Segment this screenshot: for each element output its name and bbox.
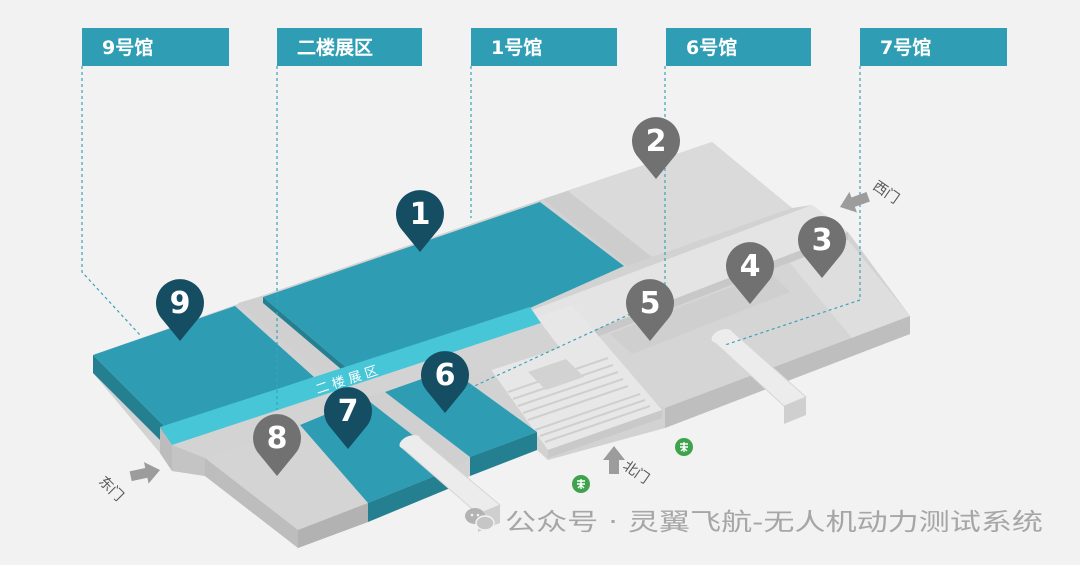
hall-label-text: 二楼展区 <box>297 36 373 59</box>
hall-9-block <box>93 306 314 445</box>
area-6-block <box>385 369 537 476</box>
map-pin-icon <box>156 279 204 341</box>
arrow-icon <box>129 462 160 484</box>
leader-lines <box>81 66 861 410</box>
marker-number: 7 <box>338 394 359 429</box>
marker-number: 6 <box>435 358 456 393</box>
marker-number: 8 <box>267 421 288 456</box>
map-marker-5: 5 <box>626 279 674 341</box>
arrow-icon <box>603 446 625 474</box>
hall-label-1: 1号馆 <box>471 28 617 66</box>
metro-icon <box>572 475 590 493</box>
map-marker-7: 7 <box>324 387 372 449</box>
arrow-icon <box>840 191 870 213</box>
hall-label-text: 1号馆 <box>491 36 542 59</box>
road-lower <box>365 392 470 468</box>
watermark: 公众号 · 灵翼飞航-无人机动力测试系统 <box>465 508 1043 536</box>
plaza-pavilion <box>528 359 584 390</box>
map-marker-6: 6 <box>421 351 469 413</box>
marker-number: 2 <box>646 124 667 159</box>
hall-6-block <box>543 142 792 266</box>
map-marker-9: 9 <box>156 279 204 341</box>
map-pin-icon <box>396 190 444 252</box>
map-pin-icon <box>324 387 372 449</box>
hall-label-second-floor: 二楼展区 <box>277 28 422 66</box>
map-pin-icon <box>626 279 674 341</box>
hall-label-7: 7号馆 <box>860 28 1007 66</box>
leader-hall-6 <box>454 66 666 396</box>
watermark-text: 公众号 · 灵翼飞航-无人机动力测试系统 <box>505 508 1043 536</box>
hall-label-text: 9号馆 <box>102 36 153 59</box>
map-pin-icon <box>632 117 680 179</box>
marker-number: 9 <box>170 286 191 321</box>
road-upper <box>238 296 352 384</box>
marker-number: 3 <box>812 223 833 258</box>
marker-number: 4 <box>740 249 761 284</box>
map-marker-4: 4 <box>726 242 774 304</box>
map-marker-2: 2 <box>632 117 680 179</box>
marker-number: 5 <box>640 286 661 321</box>
hall-label-text: 6号馆 <box>686 36 737 59</box>
east-end-front <box>172 445 205 476</box>
hall-label-9: 9号馆 <box>82 28 229 66</box>
hall-label-text: 7号馆 <box>880 36 931 59</box>
map-marker-8: 8 <box>253 414 301 476</box>
hall-label-6: 6号馆 <box>666 28 811 66</box>
leader-hall-7 <box>724 66 861 346</box>
map-pin-icon <box>253 414 301 476</box>
stairs <box>507 357 651 443</box>
elevated-crossing-east <box>711 329 807 424</box>
leader-hall-9 <box>81 66 141 336</box>
map-marker-3: 3 <box>798 216 846 278</box>
hall-1-block <box>263 202 624 375</box>
area-8-block <box>205 425 368 548</box>
map-pin-icon <box>798 216 846 278</box>
map-pin-icon <box>726 242 774 304</box>
east-end-side <box>160 427 172 471</box>
map-marker-1: 1 <box>396 190 444 252</box>
map-pin-icon <box>421 351 469 413</box>
metro-icon <box>675 438 693 456</box>
marker-number: 1 <box>410 197 431 232</box>
wechat-icon <box>465 508 495 531</box>
